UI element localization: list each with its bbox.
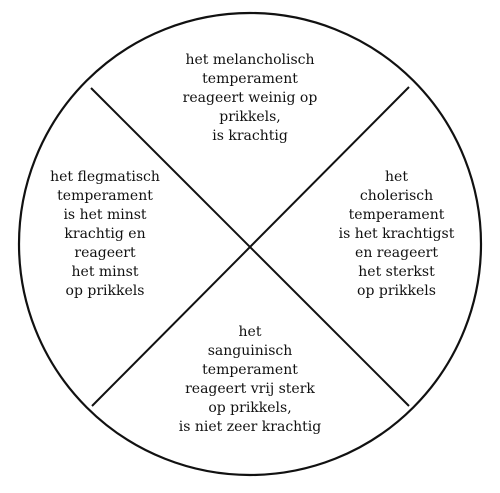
divider-line-rising <box>91 86 410 407</box>
melancholic-quadrant-text: het melancholisch temperament reageert w… <box>182 52 318 144</box>
outer-circle <box>17 11 483 477</box>
phlegmatic-quadrant-text: het flegmatisch temperament is het minst… <box>50 169 160 299</box>
choleric-quadrant-text: het cholerisch temperament is het kracht… <box>338 169 455 299</box>
sanguine-quadrant-text: het sanguinisch temperament reageert vri… <box>178 324 322 435</box>
